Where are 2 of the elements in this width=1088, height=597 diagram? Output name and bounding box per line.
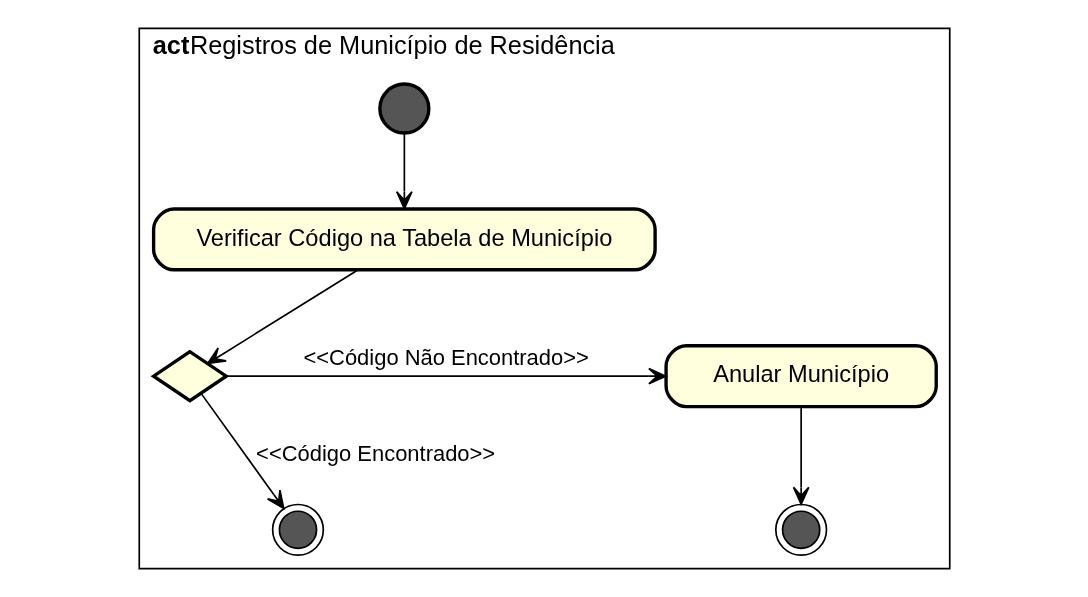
edge-label: <<Código Não Encontrado>> — [302, 345, 589, 371]
edge-label: <<Código Encontrado>> — [255, 441, 495, 467]
